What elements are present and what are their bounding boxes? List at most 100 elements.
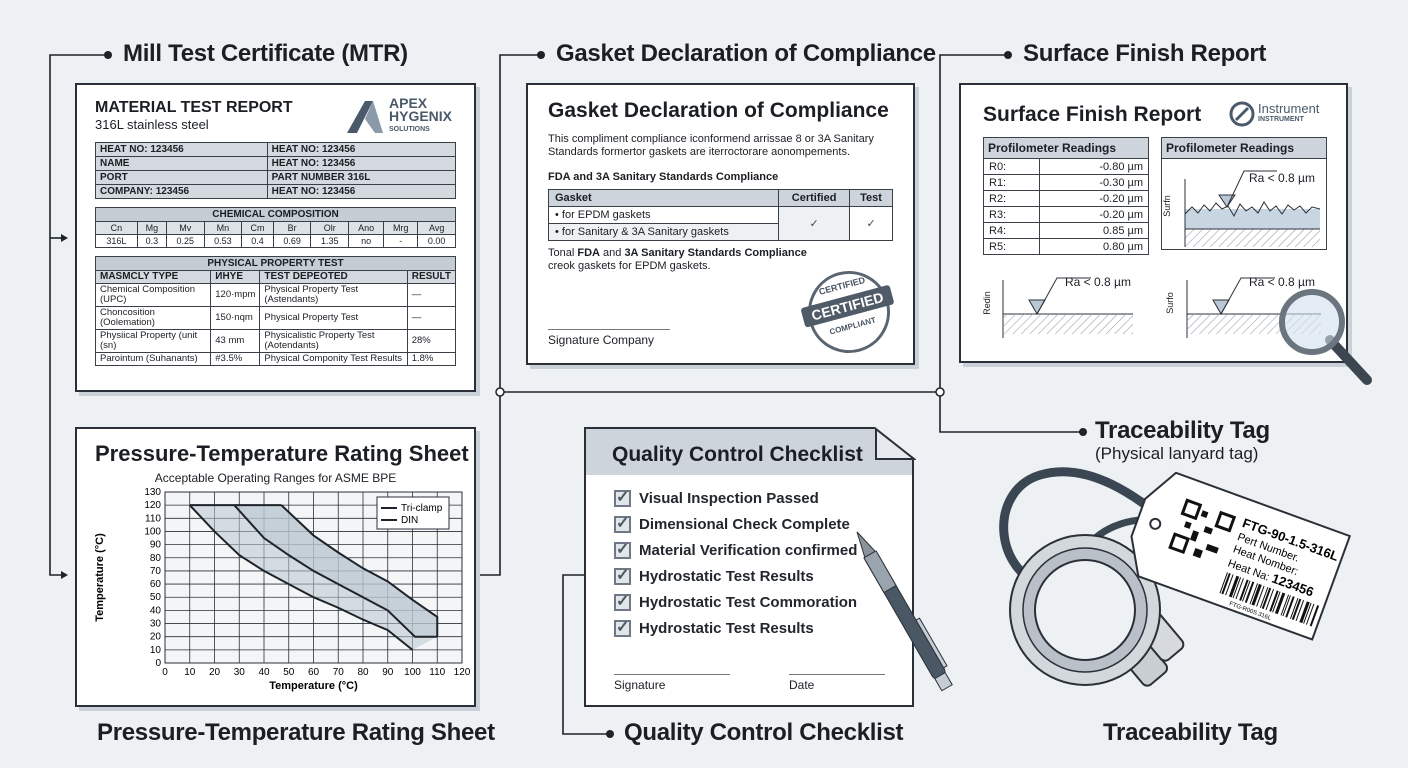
checklist-label: Dimensional Check Complete	[639, 515, 850, 533]
info-cell: HEAT NO: 123456	[266, 156, 457, 171]
barcode-bar	[1261, 587, 1272, 610]
reading-row: R5:0.80 µm	[982, 238, 1149, 255]
checkbox-checked-icon[interactable]: ✓	[614, 514, 631, 533]
barcode-bar	[1232, 577, 1242, 599]
qc-checklist: Quality Control Checklist ✓ Visual Inspec…	[584, 427, 914, 707]
chem-value: 0.53	[203, 234, 243, 248]
y-tick-label: 10	[150, 645, 162, 656]
reading-label: R0:	[982, 158, 1041, 175]
reading-label: R5:	[982, 238, 1041, 255]
phys-header: MASMCLY TYPE	[94, 270, 212, 284]
reading-label: R4:	[982, 222, 1041, 239]
traceability-tag-illustration: FTG-90-1.5-316L Pert Number. Heat Nomber…	[999, 467, 1352, 687]
mtr-document: MATERIAL TEST REPORT 316L stainless stee…	[75, 83, 476, 392]
reading-row: R3:-0.20 µm	[982, 206, 1149, 223]
checkbox-checked-icon[interactable]: ✓	[614, 488, 631, 507]
reading-value: -0.20 µm	[1039, 190, 1149, 207]
reading-row: R2:-0.20 µm	[982, 190, 1149, 207]
clamp-fitting	[1009, 534, 1185, 687]
info-cell: PORT	[95, 170, 268, 185]
chem-header: Mrg	[383, 221, 419, 235]
barcode-bar	[1289, 597, 1299, 619]
x-tick-label: 0	[162, 667, 168, 678]
note-and: and	[599, 247, 625, 259]
qc-date: Date	[789, 678, 815, 692]
barcode-icon	[1219, 572, 1320, 627]
pen-icon	[856, 531, 953, 692]
lanyard	[999, 467, 1168, 595]
date-line	[789, 674, 885, 675]
col-test: Test	[849, 189, 893, 207]
checkbox-checked-icon[interactable]: ✓	[614, 592, 631, 611]
surface-title: Surface Finish Report	[983, 103, 1202, 126]
checklist-item: ✓ Hydrostatic Test Results	[614, 615, 884, 641]
phys-cell: 43 mm	[210, 329, 261, 353]
phys-header: ИHYE	[210, 270, 261, 284]
info-cell: HEAT NO: 123456	[266, 142, 457, 157]
chem-header: Avg	[417, 221, 456, 235]
y-tick-label: 70	[150, 566, 162, 577]
phys-cell: —	[406, 283, 457, 307]
checkbox-checked-icon[interactable]: ✓	[614, 618, 631, 637]
x-tick-label: 10	[184, 667, 196, 678]
qc-bottom-label: Quality Control Checklist	[624, 719, 904, 746]
col-certified: Certified	[778, 189, 851, 207]
barcode-bar	[1249, 583, 1259, 605]
logo-line1: APEX	[389, 95, 428, 111]
x-tick-label: 50	[283, 667, 295, 678]
barcode-bar	[1280, 594, 1290, 616]
checklist-label: Visual Inspection Passed	[639, 489, 819, 507]
mtr-title: MATERIAL TEST REPORT	[95, 99, 293, 116]
x-tick-label: 120	[454, 667, 471, 678]
reading-row: R0:-0.80 µm	[982, 158, 1149, 175]
x-axis-label: Temperature (°C)	[269, 680, 358, 692]
checklist-item: ✓ Visual Inspection Passed	[614, 485, 884, 511]
barcode-bar	[1285, 596, 1295, 618]
checklist-label: Hydrostatic Test Results	[639, 619, 814, 637]
logo-line2: HYGENIX	[389, 108, 453, 124]
checklist-label: Hydrostatic Test Commoration	[639, 593, 858, 611]
gasket-heading: Gasket Declaration of Compliance	[556, 40, 936, 67]
checkbox-checked-icon[interactable]: ✓	[614, 566, 631, 585]
reading-row: R1:-0.30 µm	[982, 174, 1149, 191]
chem-header: Mn	[203, 221, 243, 235]
note-3a: 3A Sanitary Standards Compliance	[624, 247, 807, 259]
chem-value: -	[383, 234, 419, 248]
certified-stamp: CERTIFIED CERTIFIED COMPLIANT	[798, 261, 900, 363]
note-prefix: Tonal	[548, 247, 578, 259]
phys-cell: Physical Componity Test Results	[259, 352, 408, 366]
gasket-row: • for Sanitary & 3A Sanitary gaskets	[547, 223, 780, 241]
graph-area: Ra < 0.8 µm Surfn	[1161, 158, 1327, 250]
gasket-note: Tonal FDA and 3A Sanitary Standards Comp…	[548, 247, 893, 273]
info-cell: COMPANY: 123456	[95, 184, 268, 199]
x-tick-label: 30	[234, 667, 246, 678]
mtr-heading: Mill Test Certificate (MTR)	[123, 40, 408, 67]
checklist-item: ✓ Hydrostatic Test Commoration	[614, 589, 884, 615]
qc-title: Quality Control Checklist	[586, 429, 912, 475]
y-axis-label: Temperature (°C)	[94, 533, 106, 622]
check-icon: ✓	[849, 206, 893, 241]
tag-card: FTG-90-1.5-316L Pert Number. Heat Nomber…	[1130, 471, 1352, 641]
band-outer	[189, 505, 438, 650]
phys-cell: —	[406, 306, 457, 330]
chem-header: Olr	[310, 221, 350, 235]
reading-label: R3:	[982, 206, 1041, 223]
apex-logo: APEX HYGENIX SOLUTIONS	[345, 95, 453, 136]
reading-value: 0.80 µm	[1039, 238, 1149, 255]
axis-label-right: Surfo	[1164, 292, 1175, 314]
y-tick-label: 90	[150, 540, 162, 551]
barcode-bar	[1309, 605, 1320, 627]
y-tick-label: 80	[150, 553, 162, 564]
phys-cell: Physical Property Test	[259, 306, 408, 330]
legend-label: DIN	[401, 515, 418, 526]
checkbox-checked-icon[interactable]: ✓	[614, 540, 631, 559]
checklist-item: ✓Hydrostatic Test Results	[614, 563, 884, 589]
pt-title: Pressure-Temperature Rating Sheet	[95, 441, 469, 466]
phys-row: Parointum (Suhanants)#3.5%Physical Compo…	[94, 352, 457, 366]
